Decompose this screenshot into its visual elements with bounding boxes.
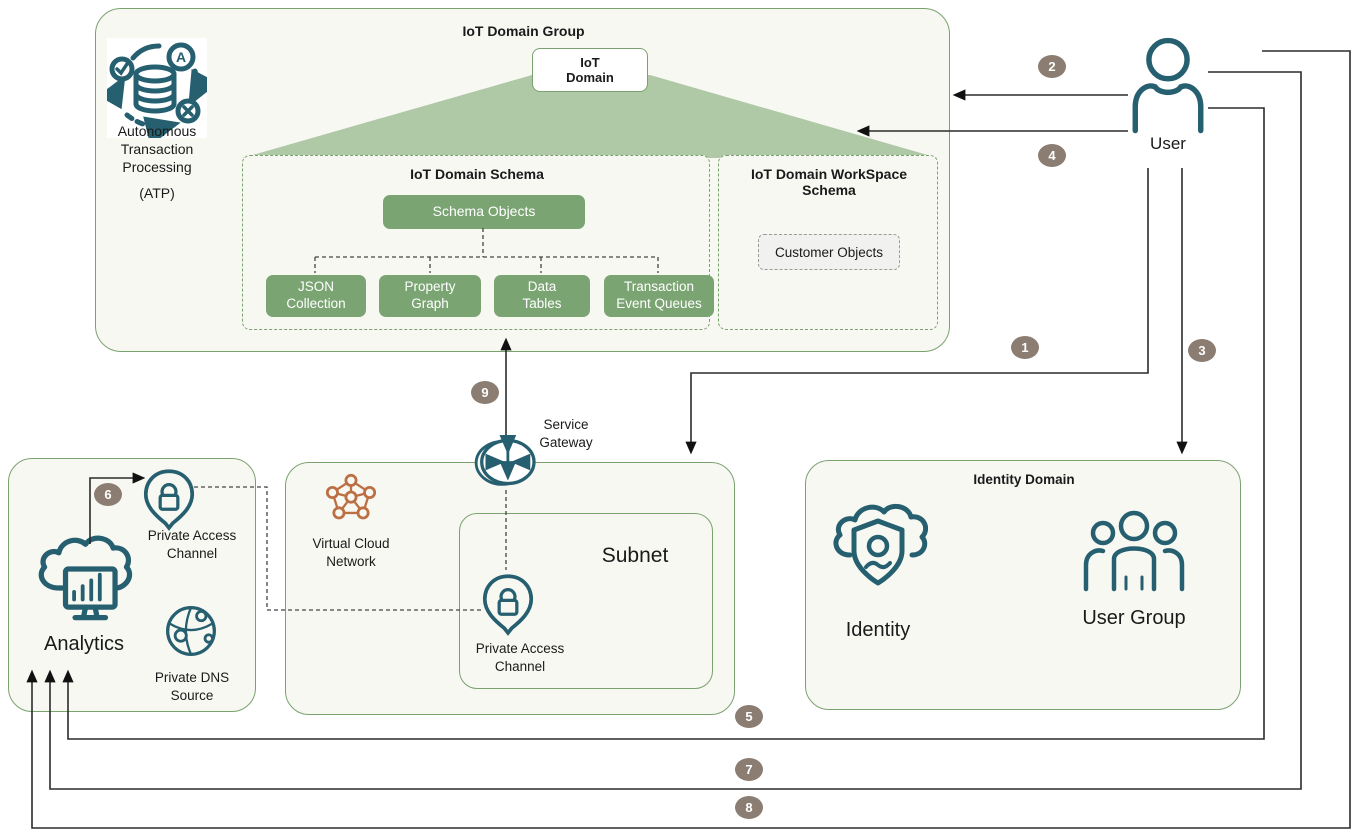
transaction-event-queues-node: Transaction Event Queues — [604, 275, 714, 317]
json-collection-node: JSON Collection — [266, 275, 366, 317]
analytics-box: Analytics Private Access Channel Private… — [8, 458, 256, 712]
flow-badge-5: 5 — [735, 705, 763, 728]
workspace-schema-title: IoT Domain WorkSpace Schema — [750, 166, 908, 198]
analytics-label: Analytics — [43, 633, 125, 655]
user-group-label: User Group — [1082, 607, 1186, 629]
flow-badge-9: 9 — [471, 381, 499, 404]
customer-objects-node: Customer Objects — [758, 234, 900, 270]
user-group-icon — [1083, 510, 1185, 592]
iot-domain-group-title: IoT Domain Group — [462, 23, 585, 39]
virtual-cloud-network-icon — [325, 473, 377, 520]
subnet-box: Subnet Private Access Channel — [459, 513, 713, 689]
user-label: User — [1150, 134, 1186, 153]
subnet-private-access-channel-pin-icon — [482, 574, 534, 636]
svg-text:A: A — [176, 49, 186, 65]
subnet-private-access-channel-label: Private Access Channel — [475, 641, 565, 674]
private-dns-source-label: Private DNS Source — [154, 670, 230, 703]
vcn-label: Virtual Cloud Network — [312, 536, 390, 569]
atp-label: Autonomous Transaction Processing — [117, 123, 197, 176]
identity-domain-box: Identity Domain Identity User Group — [805, 460, 1241, 710]
flow-badge-8: 8 — [735, 796, 763, 819]
flow-badge-1: 1 — [1011, 336, 1039, 359]
flow-badge-7: 7 — [735, 758, 763, 781]
service-gateway-icon — [474, 434, 536, 486]
flow-badge-6: 6 — [94, 483, 122, 506]
schema-objects-node: Schema Objects — [383, 195, 585, 229]
subnet-label: Subnet — [601, 544, 669, 567]
flow-badge-3: 3 — [1188, 339, 1216, 362]
iot-domain-node: IoT Domain — [532, 48, 648, 92]
private-access-channel-pin-icon — [143, 469, 195, 531]
vcn-box: Virtual Cloud Network Subnet Private Acc… — [285, 462, 735, 715]
iot-domain-schema-box: IoT Domain Schema Schema Objects JSON Co… — [242, 155, 714, 330]
flow-badge-2: 2 — [1038, 55, 1066, 78]
atp-abbr-label: (ATP) — [139, 185, 175, 201]
analytics-private-access-channel-label: Private Access Channel — [147, 528, 237, 561]
user-icon — [1132, 37, 1204, 134]
identity-shield-icon — [833, 503, 928, 586]
identity-label: Identity — [845, 619, 911, 641]
data-tables-node: Data Tables — [494, 275, 590, 317]
flow-badge-4: 4 — [1038, 144, 1066, 167]
identity-domain-title: Identity Domain — [973, 472, 1075, 487]
iot-domain-schema-title: IoT Domain Schema — [410, 166, 544, 182]
private-dns-source-globe-icon — [166, 606, 216, 656]
property-graph-node: Property Graph — [379, 275, 481, 317]
workspace-schema-box: IoT Domain WorkSpace Schema Customer Obj… — [718, 155, 938, 330]
analytics-cloud-icon — [38, 535, 133, 621]
